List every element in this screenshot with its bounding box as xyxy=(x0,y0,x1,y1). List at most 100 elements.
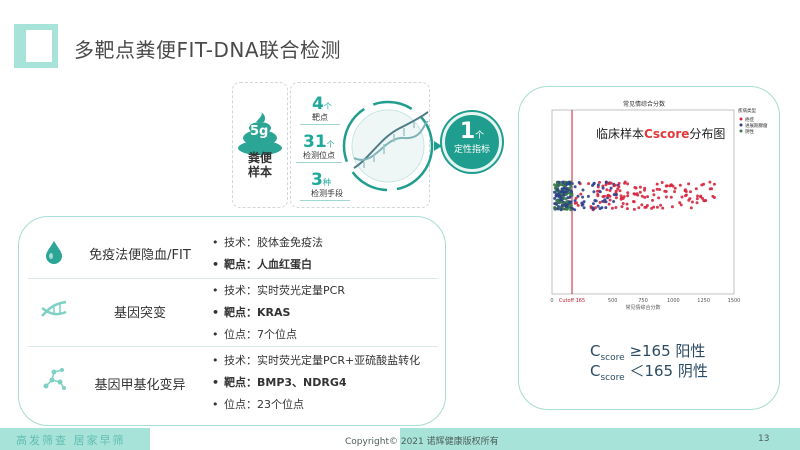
detail-item: 靶点：KRAS xyxy=(212,302,345,324)
scatter-point xyxy=(678,201,682,205)
scatter-point xyxy=(608,189,612,192)
scatter-point xyxy=(598,190,602,194)
scatter-point xyxy=(617,185,621,189)
scatter-point xyxy=(553,196,557,200)
arrow-right-icon xyxy=(434,141,442,151)
scatter-point xyxy=(643,188,646,192)
scatter-point xyxy=(565,207,569,211)
footer-copyright: Copyright© 2021 诺辉健康版权所有 xyxy=(345,437,499,447)
method-details: 技术：胶体金免疫法 靶点：人血红蛋白 xyxy=(212,232,323,276)
scatter-point xyxy=(591,202,595,206)
scatter-point xyxy=(659,203,663,207)
scatter-point xyxy=(632,200,635,203)
legend-marker xyxy=(739,117,743,121)
scatter-point xyxy=(592,190,596,194)
scatter-point xyxy=(575,201,578,205)
scatter-point xyxy=(658,188,661,191)
scatter-point xyxy=(661,206,665,210)
scatter-point xyxy=(569,200,573,204)
metric-sites: 31个 检测位点 xyxy=(303,132,335,160)
scatter-point xyxy=(670,205,674,209)
scatter-point xyxy=(574,196,578,200)
metric-underline xyxy=(300,200,350,201)
metric-underline xyxy=(300,124,340,125)
scatter-point xyxy=(613,183,617,187)
scatter-point xyxy=(553,206,557,209)
scatter-point xyxy=(655,187,659,191)
scatter-point xyxy=(699,195,703,199)
metric-underline xyxy=(296,162,342,163)
plot-frame xyxy=(551,109,735,295)
scatter-point xyxy=(601,195,605,199)
scatter-point xyxy=(668,184,672,188)
scatter-point xyxy=(579,192,583,196)
scatter-point xyxy=(614,206,618,209)
scatter-point xyxy=(604,180,608,184)
scatter-point xyxy=(562,186,566,190)
scatter-point xyxy=(555,200,559,203)
scatter-point xyxy=(582,200,586,204)
scatter-point xyxy=(555,183,559,187)
scatter-point xyxy=(553,183,556,187)
scatter-point xyxy=(700,183,704,187)
scatter-point xyxy=(702,199,706,203)
scatter-point xyxy=(689,190,692,194)
scatter-point xyxy=(626,182,630,186)
metric-methods: 3种 检测手段 xyxy=(311,170,343,198)
scatter-point xyxy=(646,195,649,199)
scatter-point xyxy=(632,207,636,211)
scatter-point xyxy=(612,200,616,203)
scatter-point xyxy=(573,199,577,203)
logo-frame-icon xyxy=(14,24,58,68)
scatter-point xyxy=(614,189,618,193)
scatter-point xyxy=(577,181,581,184)
scatter-point xyxy=(573,185,577,189)
scatter-point xyxy=(565,187,569,191)
formula-negative: Cscore ＜165 阴性 xyxy=(590,362,708,383)
scatter-point xyxy=(623,181,627,185)
scatter-point xyxy=(678,183,682,187)
legend-entry: 癌症 xyxy=(745,116,754,123)
scatter-point xyxy=(635,192,639,196)
scatter-point xyxy=(643,205,647,209)
scatter-point xyxy=(633,186,637,189)
legend-marker xyxy=(739,123,743,127)
scatter-point xyxy=(664,195,668,199)
scatter-point xyxy=(582,206,586,210)
scatter-point xyxy=(581,202,585,206)
scatter-point xyxy=(610,206,614,210)
scatter-point xyxy=(559,208,563,212)
scatter-point xyxy=(620,205,624,209)
scatter-point xyxy=(576,203,580,207)
detail-item: 技术：实时荧光定量PCR+亚硫酸盐转化 xyxy=(212,350,420,372)
scatter-point xyxy=(679,203,683,207)
scatter-point xyxy=(626,194,630,198)
scatter-point xyxy=(567,181,571,185)
scatter-point xyxy=(559,200,563,204)
legend-entry: 阴性 xyxy=(745,128,754,135)
scatter-point xyxy=(608,198,612,202)
scatter-point xyxy=(594,206,597,210)
scatter-point xyxy=(708,180,712,184)
chart-overlay-title: 临床样本Cscore分布图 xyxy=(596,127,726,141)
scatter-point xyxy=(598,200,602,204)
scatter-point xyxy=(655,182,659,186)
scatter-point xyxy=(581,188,585,192)
scatter-point xyxy=(607,202,611,206)
chart-title: 常见情综合分数 xyxy=(623,100,665,108)
chart-card xyxy=(518,86,780,410)
scatter-point xyxy=(555,194,559,198)
scatter-point xyxy=(690,200,694,204)
scatter-point xyxy=(651,198,654,202)
scatter-point xyxy=(598,180,601,184)
x-tick-label: 1250 xyxy=(697,298,710,304)
scatter-point xyxy=(569,184,573,188)
dna-helix-icon xyxy=(342,100,434,192)
scatter-point xyxy=(652,193,656,197)
scatter-point xyxy=(657,196,661,200)
scatter-point xyxy=(652,205,656,209)
divider xyxy=(28,346,438,347)
scatter-point xyxy=(601,186,605,190)
legend-entry: 进展期腺瘤 xyxy=(745,122,768,129)
scatter-point xyxy=(621,202,625,205)
